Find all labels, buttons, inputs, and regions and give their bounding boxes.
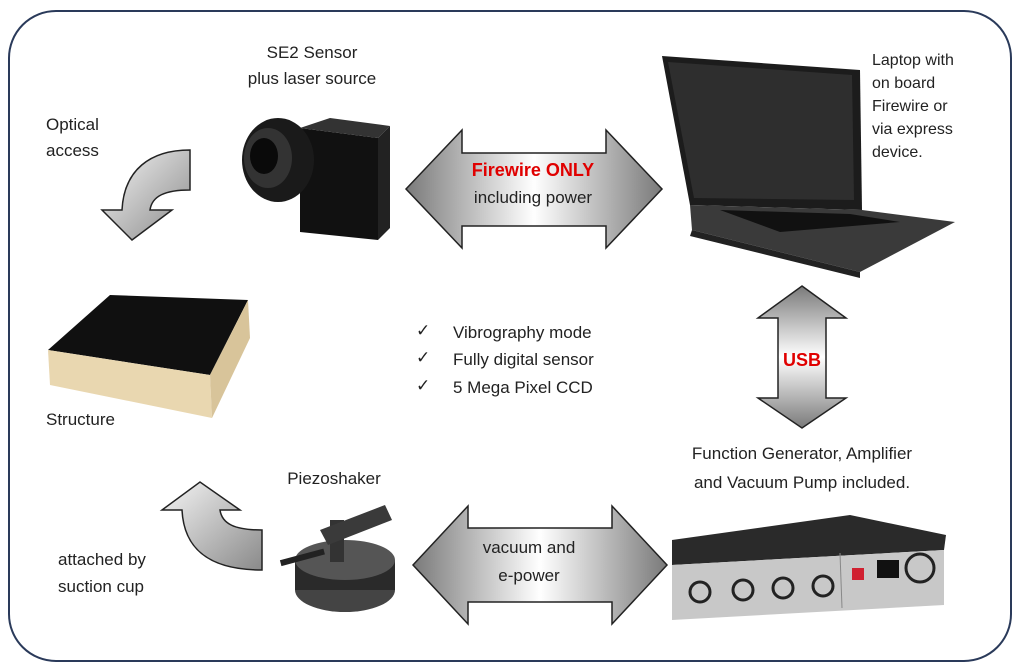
function-generator-line1: Function Generator, Amplifier bbox=[691, 444, 913, 463]
laptop-line: Firewire or bbox=[872, 98, 948, 115]
vacuum-double-arrow bbox=[411, 504, 669, 626]
piezoshaker-label: Piezoshaker bbox=[287, 469, 381, 488]
laptop-line: via express bbox=[872, 121, 953, 138]
function-generator-line2: and Vacuum Pump included. bbox=[693, 473, 911, 492]
sensor-title: SE2 Sensor bbox=[266, 43, 358, 62]
curved-arrow-down bbox=[100, 149, 191, 241]
optical-label-2: access bbox=[46, 141, 99, 160]
check-icon: ✓ bbox=[416, 348, 431, 367]
firewire-sublabel: including power bbox=[473, 188, 593, 207]
laptop-line: on board bbox=[872, 75, 936, 92]
feature-item: Fully digital sensor bbox=[453, 350, 594, 369]
laptop-image bbox=[662, 56, 955, 278]
suction-label-1: attached by bbox=[58, 550, 146, 569]
curved-arrow-up bbox=[159, 481, 263, 571]
usb-label: USB bbox=[782, 350, 822, 370]
function-generator-image bbox=[672, 515, 946, 620]
structure-label: Structure bbox=[46, 410, 115, 429]
check-icon: ✓ bbox=[416, 321, 431, 340]
vacuum-label-2: e-power bbox=[498, 566, 560, 585]
firewire-double-arrow bbox=[404, 128, 664, 250]
firewire-label: Firewire ONLY bbox=[471, 160, 595, 180]
se2-sensor-image bbox=[242, 118, 390, 240]
laptop-line: device. bbox=[872, 144, 923, 161]
piezoshaker-image bbox=[279, 505, 395, 612]
suction-label-2: suction cup bbox=[58, 577, 144, 596]
feature-item: Vibrography mode bbox=[453, 323, 592, 342]
feature-item: 5 Mega Pixel CCD bbox=[453, 378, 593, 397]
structure-image bbox=[48, 295, 250, 418]
vacuum-label-1: vacuum and bbox=[482, 538, 576, 557]
laptop-line: Laptop with bbox=[872, 52, 954, 69]
usb-double-arrow bbox=[755, 285, 849, 429]
check-icon: ✓ bbox=[416, 376, 431, 395]
diagram-frame bbox=[8, 10, 1012, 662]
optical-label-1: Optical bbox=[46, 115, 99, 134]
sensor-subtitle: plus laser source bbox=[247, 69, 377, 88]
